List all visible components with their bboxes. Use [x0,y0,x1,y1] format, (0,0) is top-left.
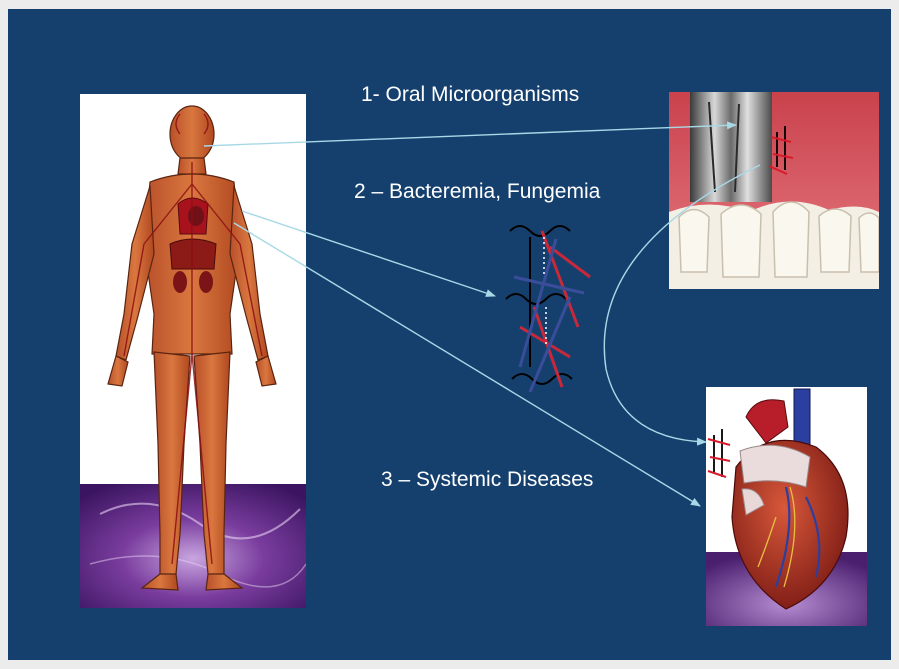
diagram-slide: 1- Oral Microorganisms 2 – Bacteremia, F… [8,9,891,660]
oral-cavity-photo [669,92,879,289]
bloodstream-microorganisms [500,217,595,397]
label-systemic-diseases: 3 – Systemic Diseases [381,468,593,492]
heart-illustration [706,387,867,626]
body-illustration [80,94,306,608]
label-oral-microorganisms: 1- Oral Microorganisms [361,83,579,107]
label-bacteremia-fungemia: 2 – Bacteremia, Fungemia [354,180,600,204]
